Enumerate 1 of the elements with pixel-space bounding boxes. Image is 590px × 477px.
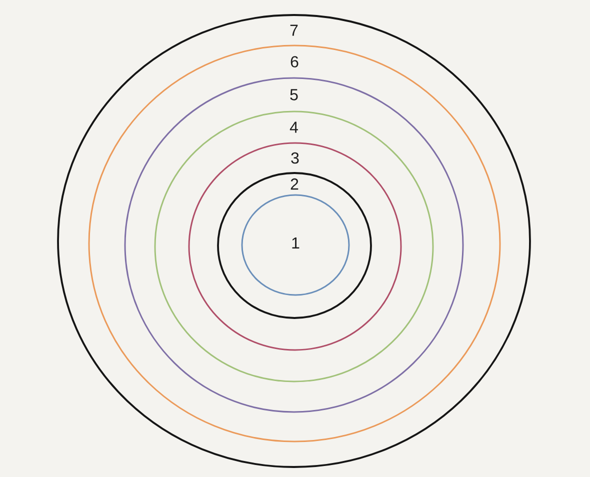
ring: 1 <box>241 194 350 296</box>
